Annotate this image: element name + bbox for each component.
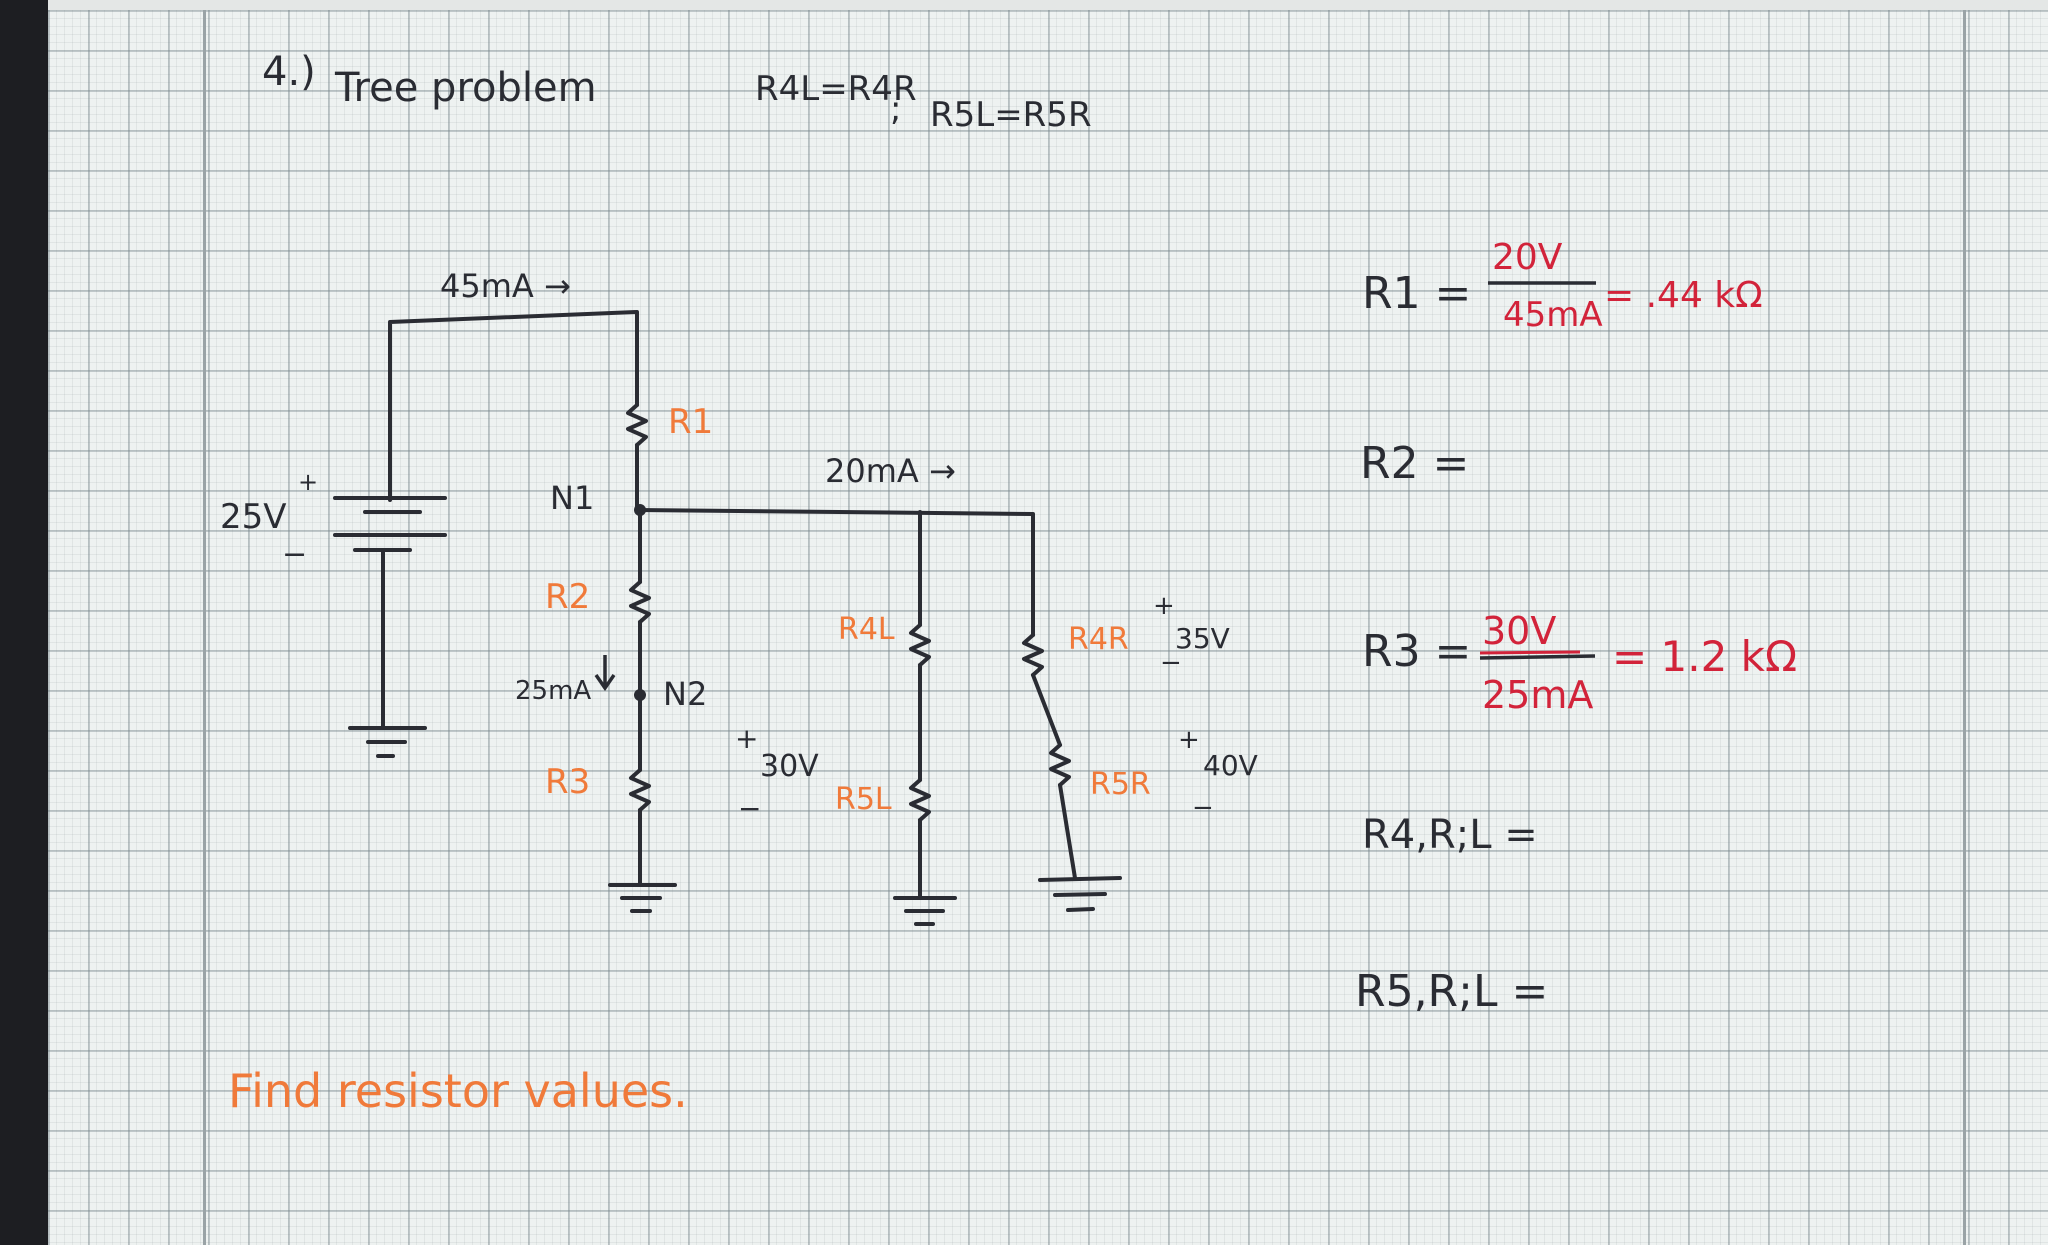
resistor-r3 bbox=[629, 768, 651, 812]
ground-symbol-r5l bbox=[893, 896, 957, 926]
eq-r4-label: R4,R;L = bbox=[1362, 812, 1538, 858]
v35-plus: + bbox=[1153, 591, 1175, 621]
v40-minus: − bbox=[1192, 793, 1214, 823]
eq-r3-numerator: 30V bbox=[1482, 609, 1557, 653]
v30-minus: − bbox=[738, 792, 762, 825]
current-label-20ma: 20mA → bbox=[825, 452, 956, 490]
eq-r1-label: R1 = bbox=[1362, 268, 1472, 319]
v30-label: 30V bbox=[760, 749, 819, 784]
eq-r3-label: R3 = bbox=[1362, 626, 1472, 677]
source-plus: + bbox=[298, 468, 319, 496]
node-dot-n2 bbox=[634, 689, 646, 701]
ground-symbol-r3 bbox=[608, 883, 677, 913]
resistor-label-r3: R3 bbox=[545, 762, 591, 802]
resistor-r2 bbox=[629, 580, 651, 624]
page-margin-line bbox=[203, 10, 206, 1245]
page-margin-line-right bbox=[1963, 10, 1966, 1245]
wire-r4r-r5r bbox=[1031, 673, 1062, 747]
eq-r1-result: = .44 kΩ bbox=[1604, 275, 1763, 316]
v40-plus: + bbox=[1178, 725, 1200, 755]
node-label-n1: N1 bbox=[550, 479, 595, 517]
problem-title: Tree problem bbox=[335, 65, 597, 111]
resistor-label-r2: R2 bbox=[545, 577, 591, 617]
eq-r5-label: R5,R;L = bbox=[1355, 966, 1549, 1017]
node-label-n2: N2 bbox=[663, 675, 708, 713]
wire-top bbox=[388, 310, 639, 502]
fraction-bar-r3 bbox=[1479, 654, 1596, 660]
underline-r3-num bbox=[1479, 650, 1581, 655]
wire-bus bbox=[635, 508, 1035, 637]
eq-r1-numerator: 20V bbox=[1492, 237, 1563, 278]
constraint-separator: ; bbox=[890, 89, 902, 129]
wire-r5r-gnd bbox=[1058, 783, 1077, 880]
node-dot-n1 bbox=[634, 504, 646, 516]
eq-r3-result: = 1.2 kΩ bbox=[1612, 632, 1798, 681]
resistor-label-r4l: R4L bbox=[838, 612, 895, 647]
resistor-r5l bbox=[909, 778, 931, 822]
ground-symbol-r5r bbox=[1038, 876, 1122, 912]
eq-r3-denominator: 25mA bbox=[1482, 673, 1594, 717]
eq-r1-denominator: 45mA bbox=[1503, 295, 1603, 335]
source-voltage: 25V bbox=[220, 497, 287, 537]
resistor-r1 bbox=[626, 403, 648, 447]
resistor-label-r1: R1 bbox=[668, 402, 714, 442]
resistor-label-r4r: R4R bbox=[1068, 622, 1129, 657]
constraint-r4: R4L=R4R bbox=[755, 69, 917, 109]
current-label-45ma: 45mA → bbox=[440, 267, 571, 305]
resistor-label-r5l: R5L bbox=[835, 782, 892, 817]
resistor-r4r bbox=[1022, 633, 1044, 677]
constraint-r5: R5L=R5R bbox=[930, 95, 1092, 135]
problem-number: 4.) bbox=[262, 49, 316, 95]
v40-label: 40V bbox=[1203, 749, 1258, 782]
v35-label: 35V bbox=[1175, 622, 1230, 655]
resistor-r4l bbox=[909, 623, 931, 667]
resistor-label-r5r: R5R bbox=[1090, 767, 1151, 802]
instruction-text: Find resistor values. bbox=[228, 1064, 688, 1118]
v30-plus: + bbox=[735, 722, 759, 755]
current-arrow-down bbox=[594, 655, 616, 692]
ground-symbol-battery bbox=[348, 726, 427, 758]
v35-minus: − bbox=[1160, 648, 1182, 678]
screen-bezel bbox=[0, 0, 48, 1245]
source-minus: − bbox=[282, 537, 308, 572]
resistor-r5r bbox=[1049, 743, 1071, 787]
current-label-25ma: 25mA bbox=[515, 676, 592, 706]
eq-r2-label: R2 = bbox=[1360, 438, 1470, 489]
